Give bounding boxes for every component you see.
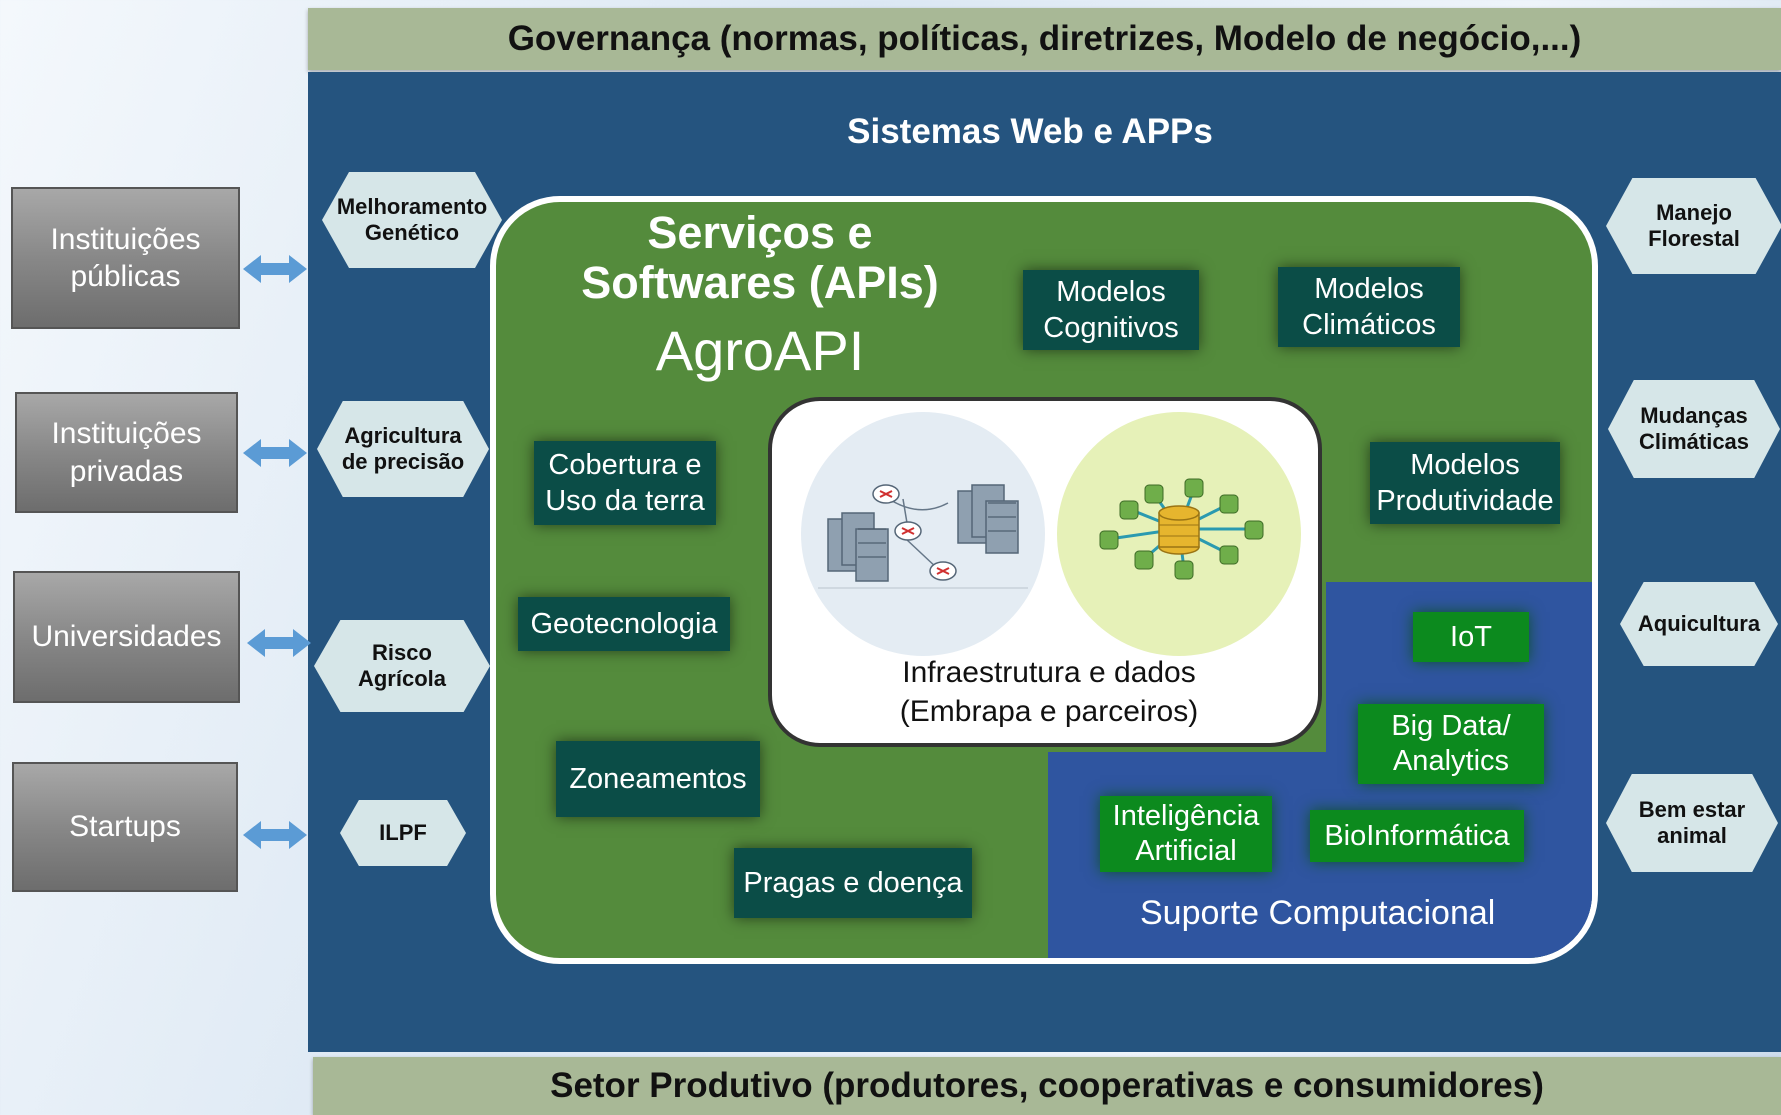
box-pragas-doenca: Pragas e doença bbox=[734, 848, 972, 918]
box-cobertura-uso-terra: Cobertura e Uso da terra bbox=[534, 441, 716, 525]
governance-text: Governança (normas, políticas, diretrize… bbox=[507, 19, 1582, 58]
productive-sector-text: Setor Produtivo (produtores, cooperativa… bbox=[550, 1066, 1544, 1105]
web-apps-title: Sistemas Web e APPs bbox=[847, 112, 1213, 151]
institution-startups: Startups bbox=[12, 762, 238, 892]
hex-label: Agricultura bbox=[344, 422, 462, 448]
box-label: Produtividade bbox=[1376, 485, 1554, 517]
box-label: Cognitivos bbox=[1043, 312, 1179, 344]
institution-publicas: Instituições públicas bbox=[11, 187, 240, 329]
infrastructure-box: Infraestrutura e dados (Embrapa e parcei… bbox=[768, 397, 1322, 747]
box-bioinformatica: BioInformática bbox=[1310, 810, 1524, 862]
box-label: IoT bbox=[1450, 620, 1492, 653]
box-label: Big Data/ bbox=[1391, 710, 1511, 743]
services-title-line2: Softwares (APIs) bbox=[581, 257, 939, 309]
box-geotecnologia: Geotecnologia bbox=[518, 597, 730, 651]
hex-label: Aquicultura bbox=[1637, 610, 1761, 636]
hex-aquicultura: Aquicultura bbox=[1620, 582, 1778, 666]
box-label: Inteligência bbox=[1112, 800, 1260, 833]
services-title-line1: Serviços e bbox=[647, 207, 873, 258]
hex-label: Agrícola bbox=[357, 666, 447, 691]
infrastructure-label: Infraestrutura e dados (Embrapa e parcei… bbox=[772, 653, 1326, 731]
institution-label: públicas bbox=[70, 260, 181, 293]
services-title: Serviços e Softwares (APIs) bbox=[560, 207, 960, 309]
double-arrow-icon bbox=[243, 439, 307, 467]
box-label: BioInformática bbox=[1324, 819, 1510, 852]
hex-label: Climáticas bbox=[1638, 429, 1750, 454]
network-servers-icon bbox=[801, 412, 1045, 656]
support-label: Suporte Computacional bbox=[1140, 894, 1496, 932]
box-label: Pragas e doença bbox=[743, 866, 963, 899]
box-label: Artificial bbox=[1135, 835, 1237, 867]
hex-label: Risco bbox=[372, 639, 432, 665]
institution-label: Instituições bbox=[50, 222, 201, 256]
hex-label: de precisão bbox=[341, 449, 465, 474]
productive-sector-banner: Setor Produtivo (produtores, cooperativa… bbox=[313, 1057, 1781, 1115]
hex-label: Mudanças bbox=[1640, 402, 1748, 428]
box-zoneamentos: Zoneamentos bbox=[556, 741, 760, 817]
hex-label: Genético bbox=[364, 220, 460, 245]
database-network-icon bbox=[1057, 412, 1301, 656]
institution-privadas: Instituições privadas bbox=[15, 392, 238, 513]
double-arrow-icon bbox=[243, 255, 307, 283]
hex-label: Manejo bbox=[1656, 199, 1732, 225]
institution-label: Universidades bbox=[31, 620, 222, 654]
agroapi-title: AgroAPI bbox=[655, 319, 865, 382]
box-label: Uso da terra bbox=[545, 485, 705, 517]
hex-label: Melhoramento bbox=[336, 193, 488, 219]
governance-banner: Governança (normas, políticas, diretrize… bbox=[308, 8, 1781, 70]
infrastructure-line2: (Embrapa e parceiros) bbox=[899, 695, 1199, 728]
hex-label: Bem estar bbox=[1638, 796, 1746, 822]
box-label: Modelos bbox=[1056, 275, 1166, 308]
box-label: Modelos bbox=[1314, 272, 1424, 305]
box-label: Zoneamentos bbox=[569, 762, 747, 795]
hex-ilpf: ILPF bbox=[340, 800, 466, 866]
institution-universidades: Universidades bbox=[13, 571, 240, 703]
box-label: Analytics bbox=[1392, 745, 1510, 777]
double-arrow-icon bbox=[243, 821, 307, 849]
box-iot: IoT bbox=[1413, 612, 1529, 662]
box-label: Modelos bbox=[1410, 448, 1520, 481]
hex-label: Florestal bbox=[1648, 226, 1740, 251]
box-label: Geotecnologia bbox=[530, 607, 718, 640]
infrastructure-line1: Infraestrutura e dados bbox=[902, 656, 1196, 689]
box-label: Climáticos bbox=[1302, 309, 1436, 341]
double-arrow-icon bbox=[247, 629, 311, 657]
box-label: Cobertura e bbox=[548, 448, 702, 481]
institution-label: privadas bbox=[69, 454, 184, 488]
institution-label: Startups bbox=[69, 810, 181, 844]
box-big-data-analytics: Big Data/Analytics bbox=[1358, 704, 1544, 784]
hex-label: ILPF bbox=[379, 819, 427, 845]
hex-label: animal bbox=[1657, 823, 1727, 848]
institution-label: Instituições bbox=[51, 417, 202, 450]
